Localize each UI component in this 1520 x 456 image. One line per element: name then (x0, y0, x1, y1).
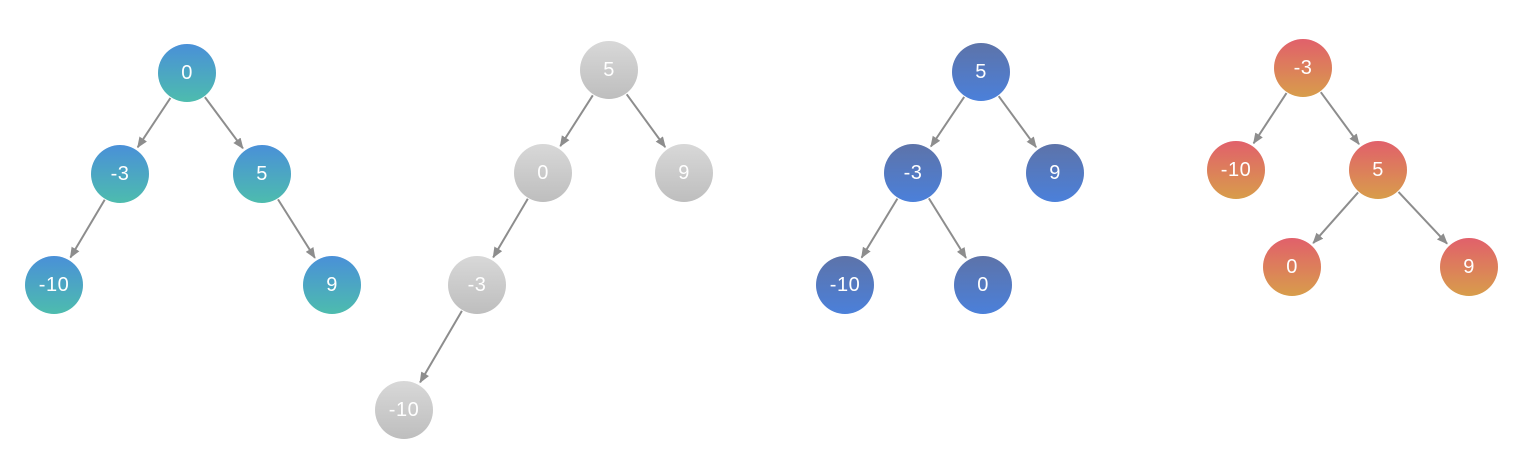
tree-node: -10 (1207, 141, 1265, 199)
tree-node: 5 (952, 43, 1010, 101)
tree-node-label: -10 (829, 273, 861, 296)
tree-node-label: 0 (1286, 255, 1298, 278)
tree-edge-arrow (136, 97, 172, 149)
tree-node: -10 (25, 256, 83, 314)
tree-node: 5 (1349, 141, 1407, 199)
tree-node: -3 (884, 144, 942, 202)
tree-node-label: 0 (537, 161, 549, 184)
tree-node-label: 0 (181, 61, 193, 84)
tree-node-label: 5 (256, 162, 268, 185)
tree-node-label: 5 (603, 58, 615, 81)
tree-node: -3 (448, 256, 506, 314)
tree-node: -10 (816, 256, 874, 314)
tree-node: 0 (158, 44, 216, 102)
tree-node: 5 (580, 41, 638, 99)
tree-node-label: -10 (1220, 158, 1252, 181)
tree-node: 9 (655, 144, 713, 202)
tree-edge-arrow (860, 198, 899, 259)
tree-node-label: -3 (903, 161, 923, 184)
tree-edge-arrow (928, 197, 967, 259)
tree-edge-arrow (69, 199, 106, 259)
tree-node: 5 (233, 145, 291, 203)
tree-node: -3 (91, 145, 149, 203)
tree-edge-arrow (1312, 191, 1359, 244)
tree-edge-arrow (277, 198, 316, 259)
tree-edge-arrow (559, 94, 594, 147)
tree-node-label: 5 (1372, 158, 1384, 181)
tree-node: 9 (1440, 238, 1498, 296)
tree-node-label: -10 (388, 398, 420, 421)
tree-edge-arrow (625, 93, 667, 148)
tree-node: 0 (954, 256, 1012, 314)
tree-edge-arrow (1397, 191, 1448, 245)
tree-node: 0 (1263, 238, 1321, 296)
tree-node-label: -3 (467, 273, 487, 296)
tree-node-label: 0 (977, 273, 989, 296)
tree-node-label: 9 (1049, 161, 1061, 184)
tree-edge-arrow (1319, 91, 1360, 146)
tree-edge-arrow (204, 96, 244, 150)
tree-node: -3 (1274, 39, 1332, 97)
tree-node-label: 9 (678, 161, 690, 184)
tree-node-label: -3 (1293, 56, 1313, 79)
tree-node-label: -10 (38, 273, 70, 296)
tree-node: -10 (375, 381, 433, 439)
tree-node-label: 5 (975, 60, 987, 83)
tree-node-label: 9 (326, 273, 338, 296)
tree-node-label: -3 (110, 162, 130, 185)
tree-node: 0 (514, 144, 572, 202)
tree-node: 9 (303, 256, 361, 314)
tree-edge-arrow (419, 310, 463, 384)
tree-node-label: 9 (1463, 255, 1475, 278)
tree-edge-arrow (492, 198, 529, 259)
tree-edge-arrow (997, 95, 1037, 149)
tree-node: 9 (1026, 144, 1084, 202)
tree-edge-arrow (1252, 92, 1288, 145)
tree-edge-arrow (930, 96, 966, 148)
